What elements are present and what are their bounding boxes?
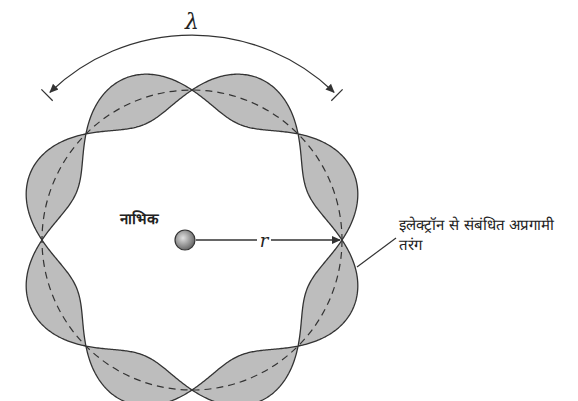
orbit-dashed xyxy=(42,90,342,390)
wavelength-label: λ xyxy=(182,9,202,34)
leader-line xyxy=(357,238,396,267)
standing-wave-lobes xyxy=(26,74,358,401)
nucleus-label: नाभिक xyxy=(120,208,159,228)
radius-label: r xyxy=(257,230,272,251)
wavelength-ticks xyxy=(41,89,342,100)
wavelength-arc xyxy=(50,35,334,92)
wave-label: इलेक्ट्रॉन से संबंधित अप्रगामी तरंग xyxy=(399,214,567,254)
nucleus xyxy=(175,230,195,250)
